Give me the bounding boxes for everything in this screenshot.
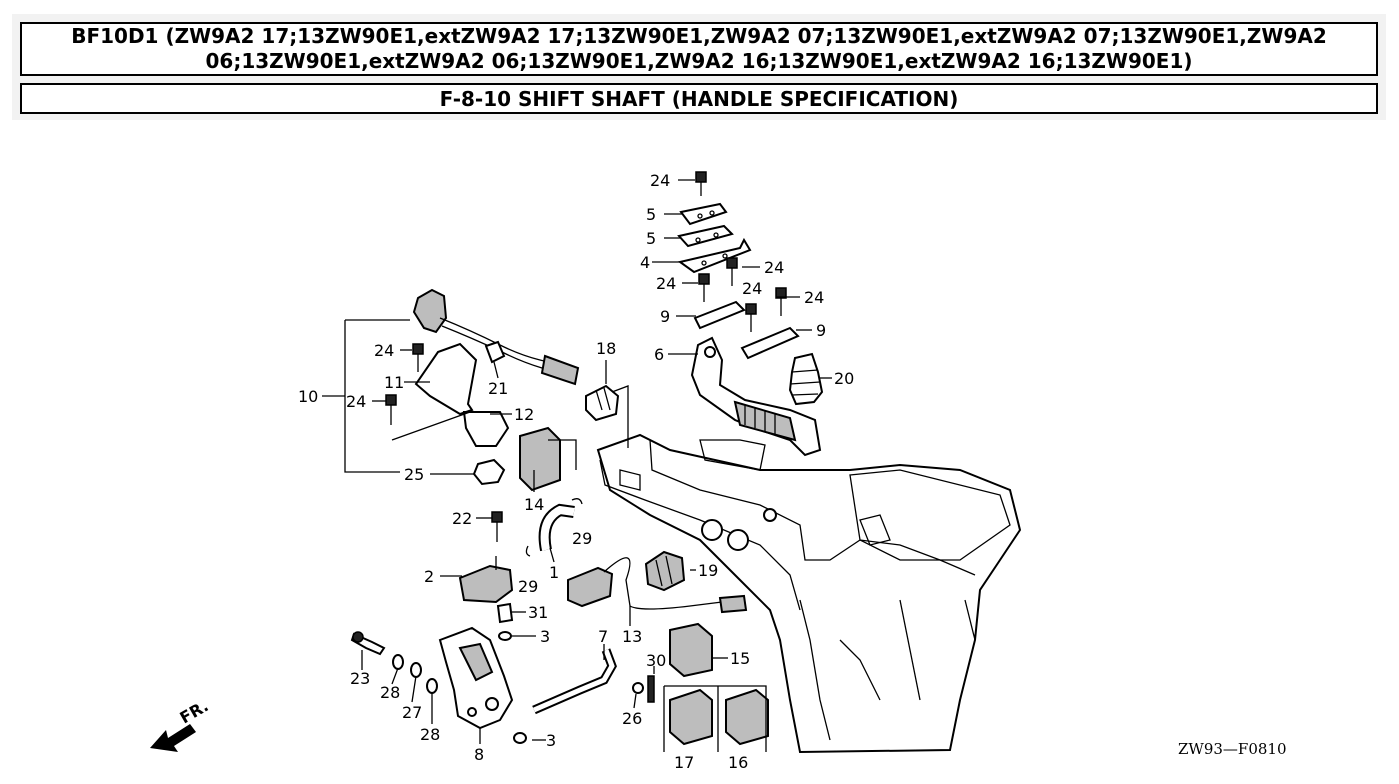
switch-part-2 <box>458 556 514 641</box>
callout-15: 15 <box>730 649 750 668</box>
bolts-part-24 <box>385 171 787 542</box>
callout-20: 20 <box>834 369 854 388</box>
callout-31: 31 <box>528 603 548 622</box>
callout-25: 25 <box>404 465 424 484</box>
seals-15-16-17 <box>663 622 769 752</box>
switch-harness-part-10 <box>322 288 580 486</box>
callout-24-harness-lower: 24 <box>346 392 366 411</box>
callout-24-far-right: 24 <box>804 288 824 307</box>
shift-arm-part-6 <box>690 336 822 457</box>
lower-cover-housing <box>596 433 1022 754</box>
callout-24-mid-center: 24 <box>742 279 762 298</box>
callout-30: 30 <box>646 651 666 670</box>
callout-26: 26 <box>622 709 642 728</box>
callout-24-top: 24 <box>650 171 670 190</box>
callout-28-left: 28 <box>380 683 400 702</box>
boot-part-20 <box>788 352 824 406</box>
leader-lines <box>361 179 832 744</box>
callout-29-lower: 29 <box>518 577 538 596</box>
section-title: F-8-10 SHIFT SHAFT (HANDLE SPECIFICATION… <box>20 83 1378 114</box>
callout-28-right: 28 <box>420 725 440 744</box>
callout-11: 11 <box>384 373 404 392</box>
callout-labels: 1 2 3 3 4 5 5 6 7 8 9 9 10 11 12 13 14 1… <box>298 171 854 772</box>
grommet-part-18 <box>585 384 629 448</box>
callout-12: 12 <box>514 405 534 424</box>
callout-5-lower: 5 <box>646 229 656 248</box>
figure-code: ZW93—F0810 <box>1178 740 1287 758</box>
callout-14: 14 <box>524 495 544 514</box>
callout-24-harness-upper: 24 <box>374 341 394 360</box>
callout-21: 21 <box>488 379 508 398</box>
page-title: BF10D1 (ZW9A2 17;13ZW90E1,extZW9A2 17;13… <box>20 22 1378 76</box>
callout-13: 13 <box>622 627 642 646</box>
callout-3-lower: 3 <box>546 731 556 750</box>
callout-29-upper: 29 <box>572 529 592 548</box>
callout-18: 18 <box>596 339 616 358</box>
callout-17: 17 <box>674 753 694 772</box>
callout-6: 6 <box>654 345 664 364</box>
callout-5-upper: 5 <box>646 205 656 224</box>
callout-24-mid-right: 24 <box>764 258 784 277</box>
callout-22: 22 <box>452 509 472 528</box>
grommet-part-19 <box>644 550 686 592</box>
hose-part-1 <box>525 498 583 557</box>
callout-9-right: 9 <box>816 321 826 340</box>
callout-9-left: 9 <box>660 307 670 326</box>
front-arrow-label: FR. <box>177 696 212 727</box>
callout-3-upper: 3 <box>540 627 550 646</box>
callout-2: 2 <box>424 567 434 586</box>
callout-10: 10 <box>298 387 318 406</box>
plates-group <box>677 202 800 360</box>
callout-8: 8 <box>474 745 484 764</box>
callout-19: 19 <box>698 561 718 580</box>
washers-nuts <box>350 631 655 744</box>
handle-part-8 <box>438 626 514 730</box>
callout-7: 7 <box>598 627 608 646</box>
hose-part-7 <box>532 648 617 715</box>
callout-23: 23 <box>350 669 370 688</box>
callout-16: 16 <box>728 753 748 772</box>
callout-27: 27 <box>402 703 422 722</box>
front-arrow: FR. <box>150 696 212 752</box>
cable-part-13 <box>567 557 748 614</box>
callout-4: 4 <box>640 253 650 272</box>
callout-1: 1 <box>549 563 559 582</box>
callout-24-mid-left: 24 <box>656 274 676 293</box>
seal-part-14 <box>519 426 577 492</box>
